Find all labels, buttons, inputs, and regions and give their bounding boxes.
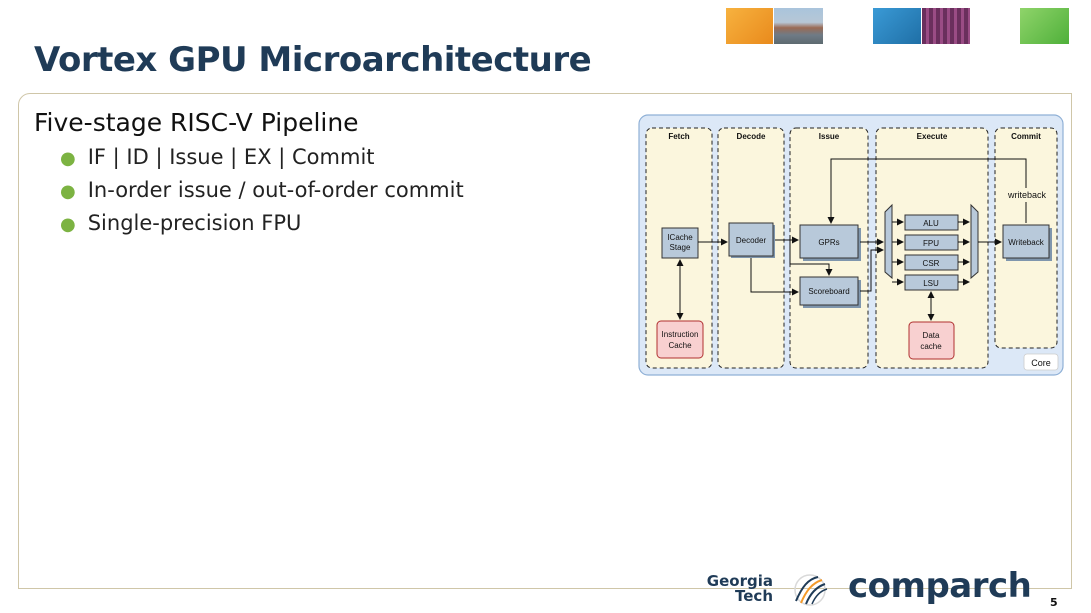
bullet-item: ● Single-precision FPU — [60, 211, 301, 235]
core-label: Core — [1031, 358, 1051, 368]
bullet-item: ● IF | ID | Issue | EX | Commit — [60, 145, 375, 169]
stage-label-commit: Commit — [1011, 132, 1041, 141]
stage-label-execute: Execute — [917, 132, 948, 141]
georgia-tech-logo: Georgia Tech — [678, 572, 773, 605]
decoder-block — [728, 222, 774, 257]
header-tile-building-photo — [774, 8, 823, 44]
stage-label-fetch: Fetch — [668, 132, 689, 141]
alu-label: ALU — [923, 219, 939, 228]
writeback-block — [1002, 224, 1050, 259]
decoder-label: Decoder — [736, 236, 767, 245]
header-tile-green — [1020, 8, 1069, 44]
fpu-label: FPU — [923, 239, 939, 248]
bullet-dot-icon: ● — [60, 148, 76, 169]
icache-stage-label-line2: Stage — [670, 243, 691, 252]
bullet-dot-icon: ● — [60, 181, 76, 202]
icache-stage-label-line1: ICache — [667, 233, 693, 242]
gprs-block — [799, 224, 859, 259]
comparch-swirl-icon — [794, 574, 828, 606]
scoreboard-label: Scoreboard — [808, 287, 849, 296]
instruction-cache-label-line1: Instruction — [662, 330, 699, 339]
instruction-cache-block — [656, 320, 704, 359]
bullet-dot-icon: ● — [60, 214, 76, 235]
stage-label-decode: Decode — [737, 132, 766, 141]
scoreboard-block — [799, 276, 859, 306]
gprs-label: GPRs — [818, 238, 839, 247]
content-frame — [18, 93, 1072, 589]
result-mux — [970, 203, 979, 280]
bullet-text: Single-precision FPU — [87, 211, 302, 235]
dispatch-mux — [884, 203, 893, 280]
bullet-text: In-order issue / out-of-order commit — [87, 178, 464, 202]
header-tile-blue — [873, 8, 921, 44]
bullet-text: IF | ID | Issue | EX | Commit — [87, 145, 375, 169]
data-cache-block — [908, 321, 955, 360]
core-label-box — [1023, 353, 1059, 371]
writeback-path-label: writeback — [1007, 190, 1047, 200]
slide-heading: Five-stage RISC-V Pipeline — [34, 108, 359, 137]
icache-stage-block — [661, 227, 699, 259]
slide-title: Vortex GPU Microarchitecture — [34, 40, 592, 80]
data-cache-label-line2: cache — [920, 342, 942, 351]
instruction-cache-label-line2: Cache — [668, 341, 692, 350]
writeback-block-label: Writeback — [1008, 238, 1044, 247]
data-cache-label-line1: Data — [923, 331, 940, 340]
pipeline-diagram: Fetch Decode Issue Execute Commit ICache… — [638, 114, 1064, 376]
comparch-logo-text: comparch — [848, 566, 1032, 606]
lsu-label: LSU — [923, 279, 939, 288]
bullet-item: ● In-order issue / out-of-order commit — [60, 178, 464, 202]
header-tile-orange — [726, 8, 773, 44]
stage-label-issue: Issue — [819, 132, 840, 141]
header-tile-chip-photo — [922, 8, 970, 44]
csr-label: CSR — [923, 259, 940, 268]
page-number: 5 — [1050, 596, 1058, 609]
tech-text: Tech — [735, 587, 773, 605]
georgia-text: Georgia — [706, 572, 773, 590]
